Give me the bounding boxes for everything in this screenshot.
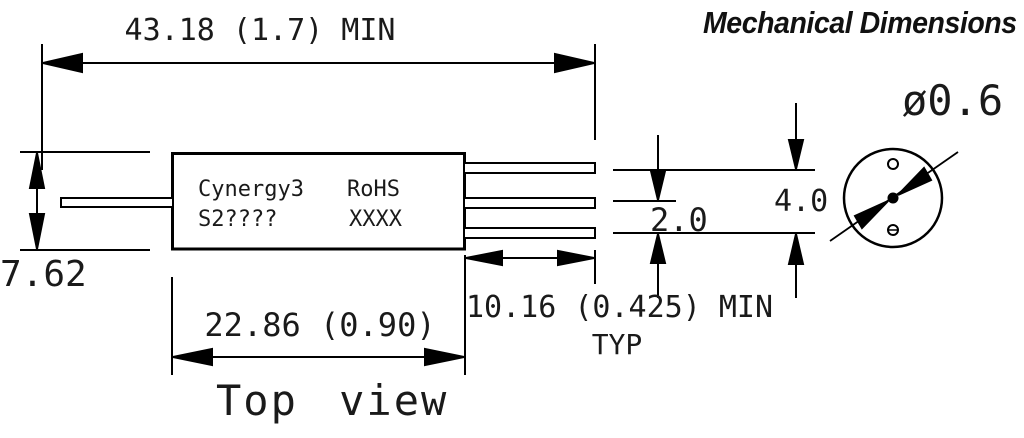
lead-span-label: 4.0 — [774, 184, 829, 219]
arrowhead-up-icon — [28, 152, 46, 189]
pin-diameter-leader — [829, 151, 959, 242]
end-view-pin-top — [887, 158, 899, 170]
body-height-dimension — [20, 151, 150, 251]
arrowhead-right-icon — [554, 52, 595, 74]
body-length-label: 22.86 (0.90) — [204, 306, 436, 344]
lead-length-typ-label: TYP — [591, 328, 643, 361]
left-lead — [60, 197, 174, 208]
arrowhead-up-icon — [787, 233, 805, 265]
body-marking-rohs: RoHS — [347, 177, 400, 202]
right-lead-middle — [463, 197, 596, 209]
right-lead-bottom — [463, 227, 596, 239]
body-length-dimension — [171, 255, 466, 375]
arrowhead-down-icon — [787, 139, 805, 170]
arrowhead-up-icon — [649, 233, 667, 264]
body-height-label: 7.62 — [0, 254, 87, 295]
page-title: Mechanical Dimensions — [703, 5, 1017, 40]
lead-length-dimension — [465, 249, 596, 284]
lead-pitch-label: 2.0 — [650, 201, 708, 239]
end-view-outline — [842, 147, 944, 249]
arrowhead-down-icon — [649, 170, 667, 201]
arrowhead-left-icon — [172, 347, 213, 367]
overall-length-dimension — [41, 44, 596, 170]
arrowhead-down-icon — [28, 213, 46, 250]
arrowhead-left-icon — [465, 249, 503, 267]
overall-length-label: 43.18 (1.7) MIN — [124, 13, 396, 48]
body-marking-part-number: S2???? — [198, 207, 278, 232]
arrowhead-right-icon — [557, 249, 595, 267]
leader-arrowhead-upper-icon — [897, 166, 933, 196]
end-view-pin-bottom — [887, 224, 899, 236]
arrowhead-right-icon — [424, 347, 465, 367]
body-marking-brand: Cynergy3 — [198, 177, 304, 202]
body-marking-date-code: XXXX — [349, 207, 402, 232]
lead-length-label: 10.16 (0.425) MIN — [466, 290, 774, 325]
pin-diameter-label: ø0.6 — [902, 76, 1004, 125]
lead-spacing-dimensions — [613, 103, 815, 298]
leader-arrowhead-lower-icon — [853, 200, 889, 230]
arrowhead-left-icon — [42, 52, 83, 74]
end-view — [829, 147, 959, 249]
top-view-caption: Top view — [216, 376, 449, 425]
right-lead-top — [463, 162, 596, 174]
